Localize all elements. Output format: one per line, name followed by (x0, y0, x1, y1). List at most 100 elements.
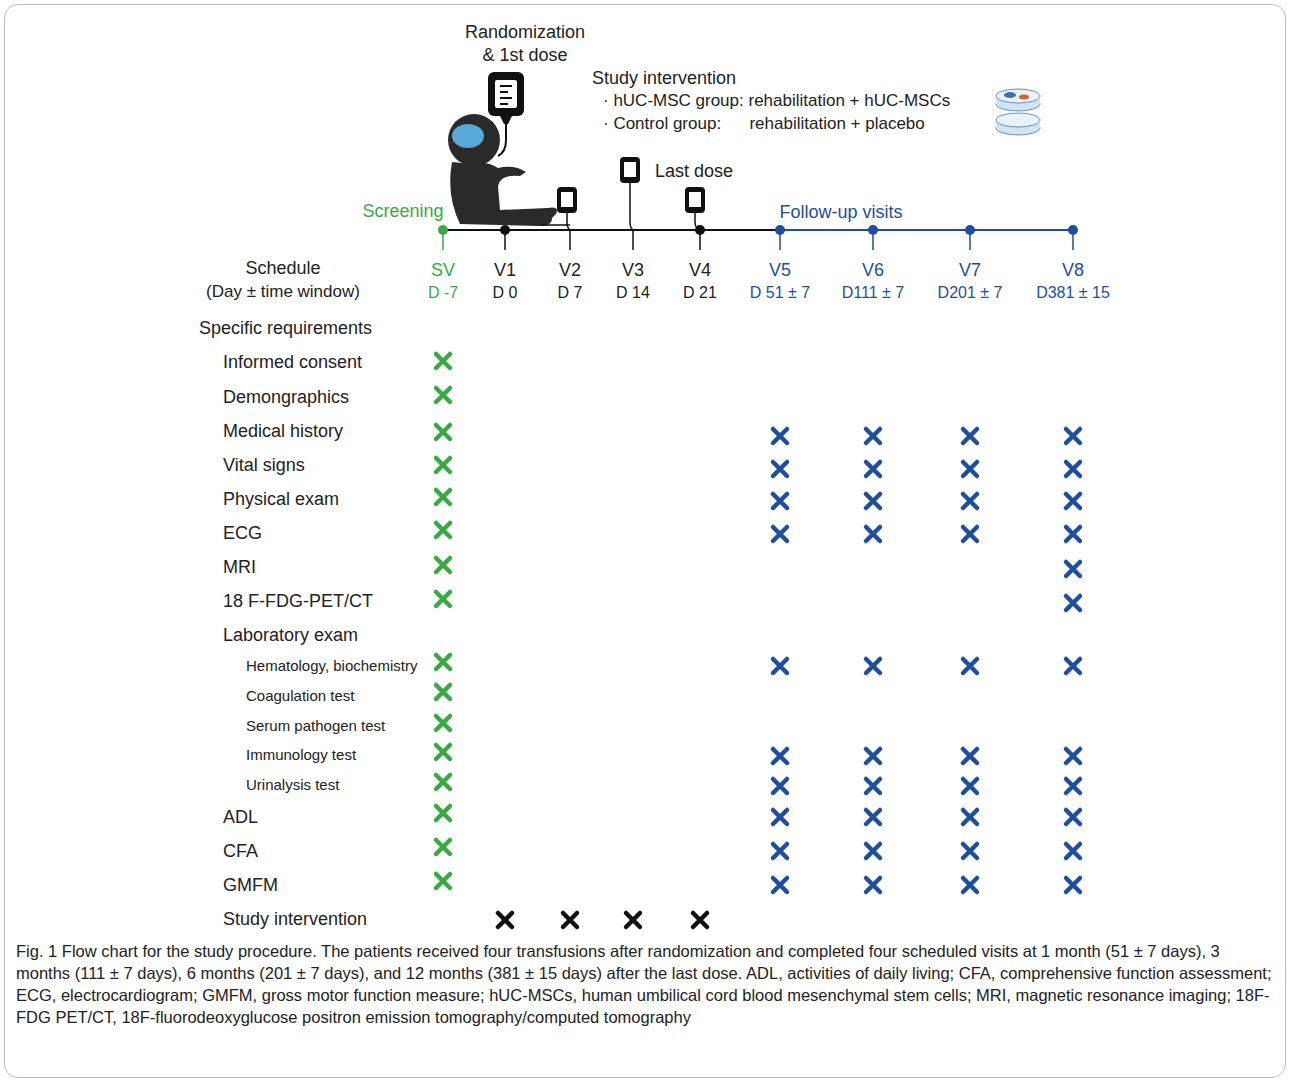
cross-mark (773, 844, 787, 858)
text-label: Medical history (223, 421, 343, 442)
cross-mark (866, 779, 880, 793)
text-label: V5 (769, 260, 791, 281)
timeline-line (780, 229, 1073, 231)
cross-mark (1066, 527, 1080, 541)
cross-mark (436, 558, 450, 572)
cross-mark (436, 685, 450, 699)
cross-mark (773, 779, 787, 793)
text-label: Urinalysis test (246, 776, 339, 793)
cross-mark (436, 458, 450, 472)
text-label: D 51 ± 7 (750, 284, 810, 302)
text-label: D 0 (493, 284, 518, 302)
cross-mark (773, 810, 787, 824)
cross-mark (866, 878, 880, 892)
cross-mark (963, 462, 977, 476)
iv-tubes (541, 183, 700, 230)
timeline-line (443, 229, 780, 231)
cross-mark (963, 749, 977, 763)
cross-mark (866, 527, 880, 541)
cross-mark (1066, 494, 1080, 508)
text-label: · Control group: rehabilitation + placeb… (603, 114, 925, 134)
cross-mark (436, 874, 450, 888)
cross-mark (866, 659, 880, 673)
text-label: V8 (1062, 260, 1084, 281)
text-label: D 21 (683, 284, 717, 302)
cross-mark (963, 878, 977, 892)
text-label: & 1st dose (482, 45, 567, 66)
text-label: D381 ± 15 (1036, 284, 1110, 302)
cross-mark (436, 655, 450, 669)
text-label: Vital signs (223, 455, 305, 476)
text-label: · hUC-MSC group: rehabilitation + hUC-MS… (603, 91, 950, 111)
text-label: Physical exam (223, 489, 339, 510)
cross-mark (963, 779, 977, 793)
text-label: Informed consent (223, 352, 362, 373)
text-label: Hematology, biochemistry (246, 657, 417, 674)
cross-mark (963, 810, 977, 824)
cross-mark (1066, 462, 1080, 476)
text-label: D111 ± 7 (842, 284, 904, 302)
cross-mark (1066, 878, 1080, 892)
petri-dish-cells (996, 89, 1040, 111)
cross-mark (963, 429, 977, 443)
text-label: Specific requirements (199, 318, 372, 339)
cross-mark (773, 527, 787, 541)
text-label: Last dose (655, 161, 733, 182)
cross-mark (563, 913, 577, 927)
cross-mark (866, 494, 880, 508)
text-label: CFA (223, 841, 258, 862)
text-label: V3 (622, 260, 644, 281)
text-label: D201 ± 7 (938, 284, 1003, 302)
cross-mark (436, 745, 450, 759)
cross-mark (963, 659, 977, 673)
cross-mark (436, 716, 450, 730)
cross-mark (436, 523, 450, 537)
text-label: ECG (223, 523, 262, 544)
cross-mark (436, 775, 450, 789)
cross-mark (1066, 844, 1080, 858)
timeline-dots (438, 225, 1078, 235)
figure-caption: Fig. 1 Flow chart for the study procedur… (16, 940, 1278, 1028)
text-label: ADL (223, 807, 258, 828)
cross-mark (1066, 659, 1080, 673)
child-silhouette (448, 114, 557, 226)
cross-mark (436, 354, 450, 368)
cross-mark (1066, 429, 1080, 443)
tick-marks (443, 230, 1073, 250)
cross-mark (773, 749, 787, 763)
text-label: Study intervention (592, 68, 736, 89)
text-label: D 7 (558, 284, 583, 302)
text-label: D 14 (616, 284, 650, 302)
text-label: 18 F-FDG-PET/CT (223, 591, 373, 612)
cross-mark (693, 913, 707, 927)
cross-mark (773, 494, 787, 508)
cross-mark (436, 425, 450, 439)
cross-mark (436, 806, 450, 820)
cross-mark (1066, 810, 1080, 824)
cross-mark (1066, 596, 1080, 610)
cross-mark (963, 494, 977, 508)
petri-dish-placebo (996, 113, 1040, 135)
cross-mark (1066, 779, 1080, 793)
check-marks (436, 354, 1080, 927)
cross-mark (436, 592, 450, 606)
cross-mark (626, 913, 640, 927)
text-label: Study intervention (223, 909, 367, 930)
cross-mark (436, 490, 450, 504)
cross-mark (436, 388, 450, 402)
text-label: (Day ± time window) (206, 282, 360, 302)
text-label: Schedule (245, 258, 320, 279)
cross-mark (436, 840, 450, 854)
text-label: V2 (559, 260, 581, 281)
cross-mark (773, 429, 787, 443)
text-label: GMFM (223, 875, 278, 896)
cross-mark (773, 462, 787, 476)
text-label: Demongraphics (223, 387, 349, 408)
cross-mark (866, 429, 880, 443)
text-label: Serum pathogen test (246, 717, 385, 734)
cross-mark (963, 844, 977, 858)
text-label: V7 (959, 260, 981, 281)
text-label: V1 (494, 260, 516, 281)
text-label: Follow-up visits (779, 202, 902, 223)
text-label: MRI (223, 557, 256, 578)
